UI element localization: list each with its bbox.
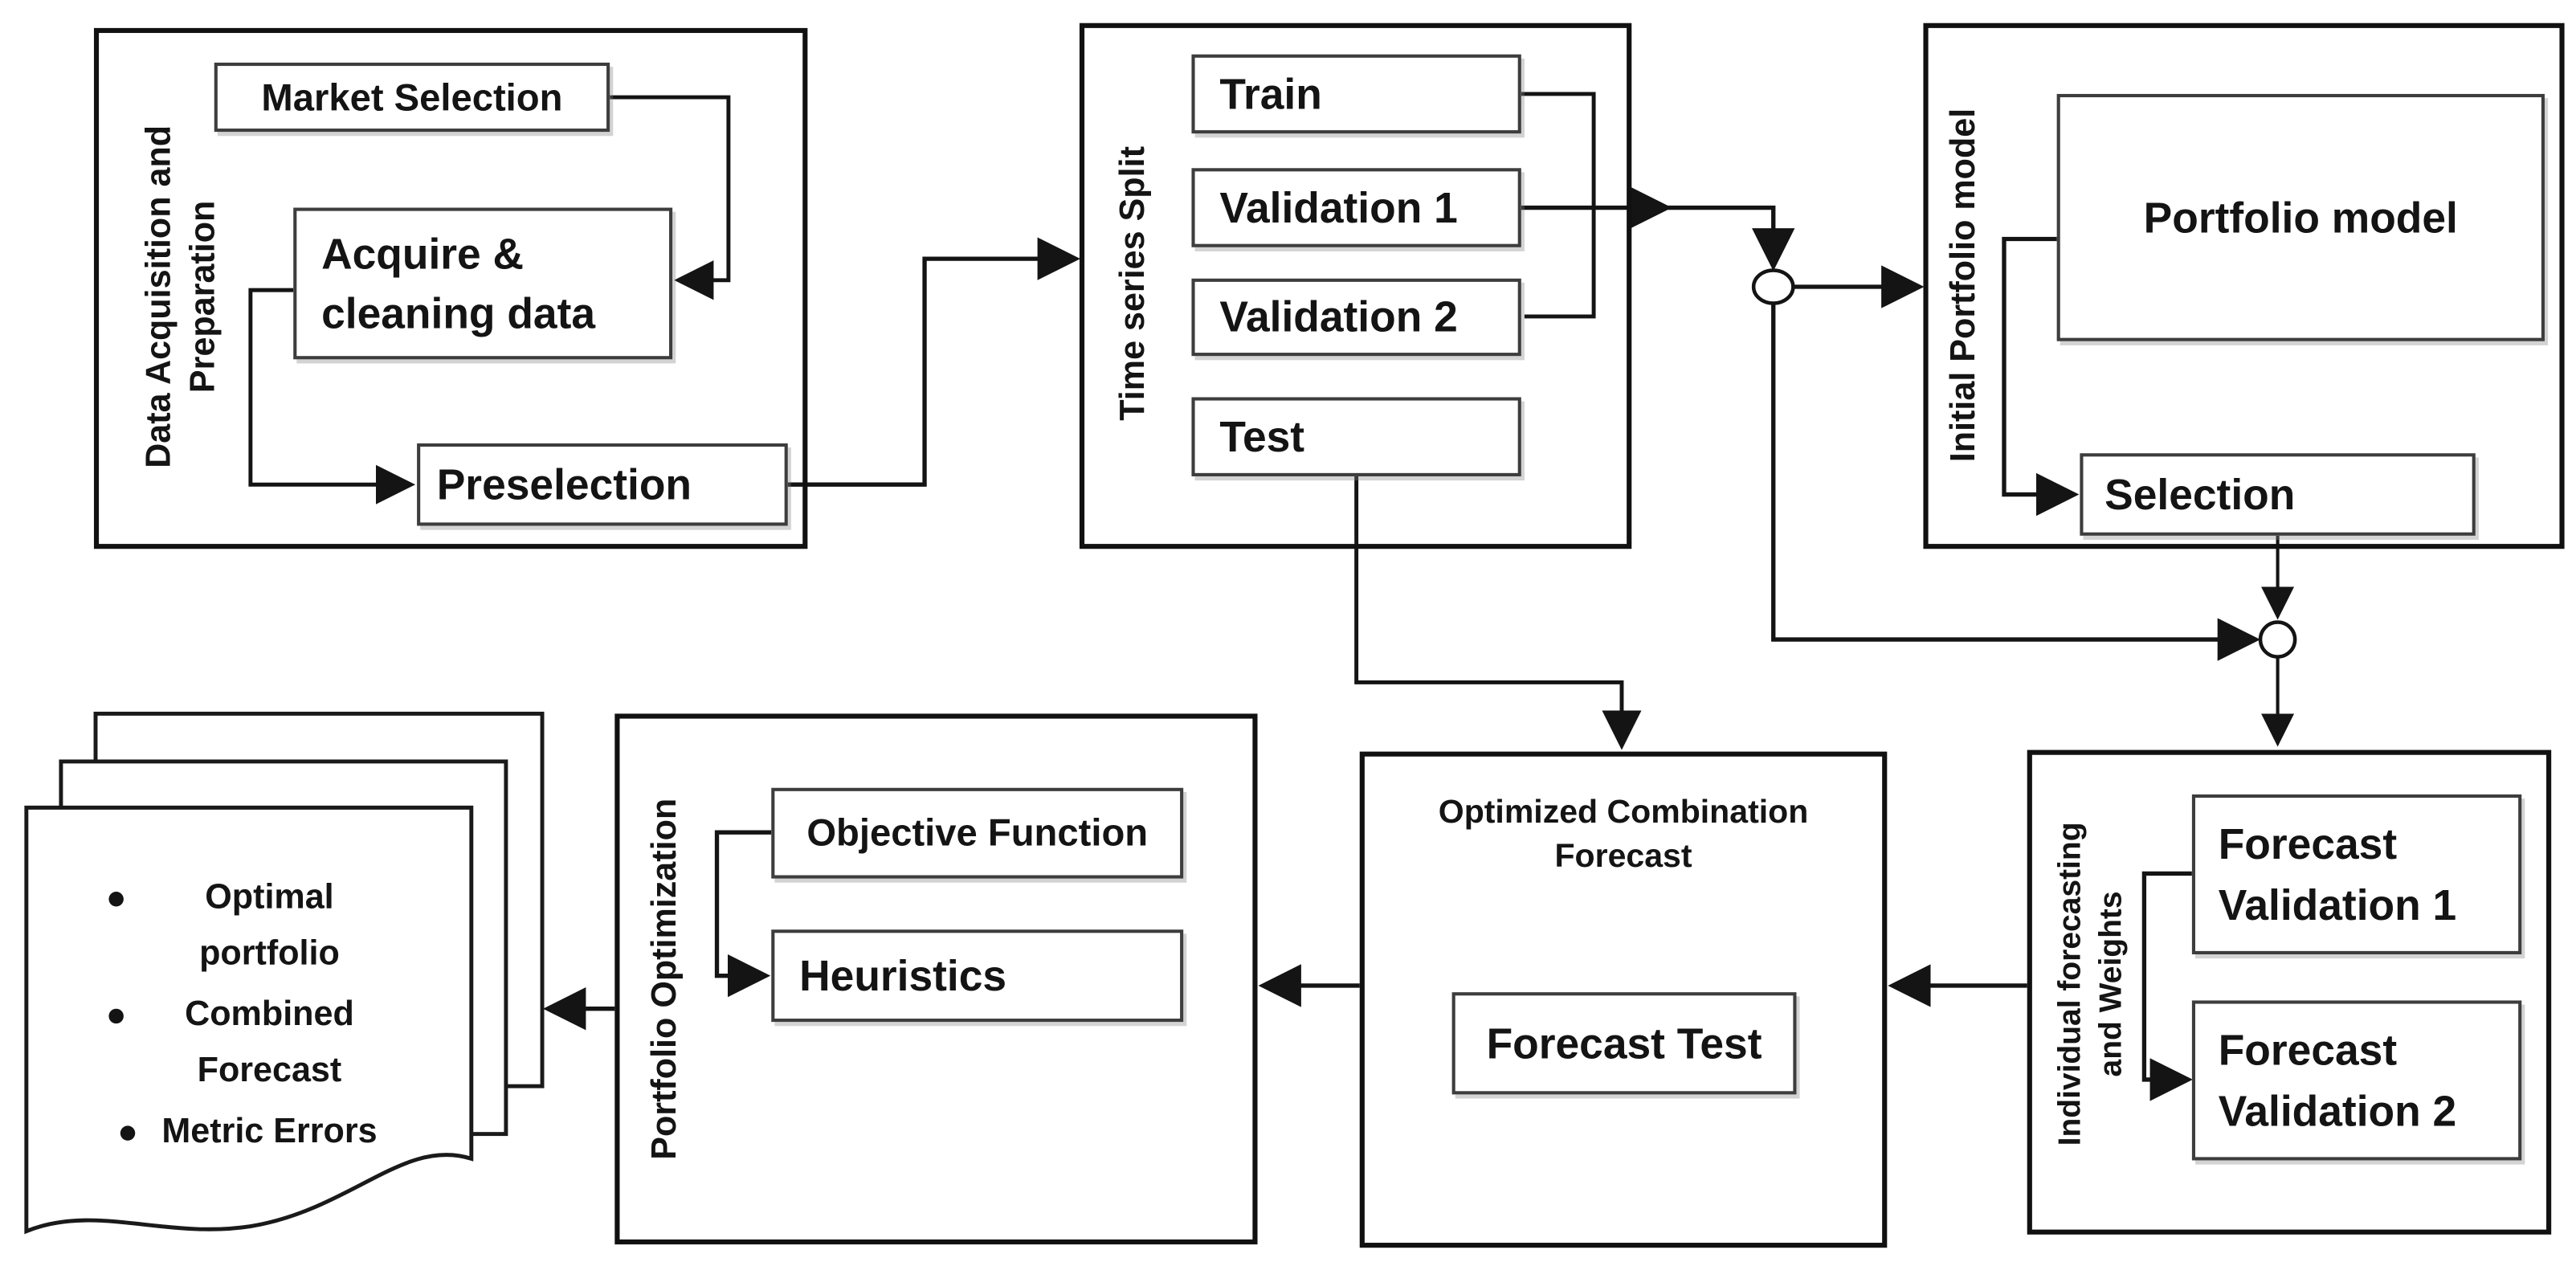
arrow-test-to-optimized-combination [1354, 476, 1642, 750]
group-title-optimized-combination: Optimized Combination Forecast [1438, 794, 1809, 876]
group-label-initial-portfolio-model: Initial Portfolio model [1945, 108, 1983, 463]
arrow-junction1-to-junction2 [1771, 303, 2261, 661]
list-item: Combined Forecast [27, 987, 472, 1100]
output-document-list: Optimal portfolio Combined Forecast Metr… [27, 870, 472, 1160]
node-forecast-test: Forecast Test [1451, 992, 1797, 1095]
group-individual-forecasting [2027, 749, 2552, 1235]
list-item-label: Metric Errors [161, 1112, 378, 1151]
bullet-icon [108, 892, 124, 907]
group-data-acquisition [93, 27, 808, 549]
line-train-to-validation2 [1521, 92, 1596, 319]
arrow-into-junction-1 [1664, 205, 1795, 272]
arrow-preselection-to-time-series-split [787, 237, 1080, 487]
group-label-portfolio-optimization: Portfolio Optimization [646, 798, 684, 1160]
document-page-front [24, 805, 474, 1235]
arrow-portfolio-model-to-selection [2002, 236, 2080, 517]
bullet-icon [108, 1008, 124, 1024]
group-initial-portfolio-model [1923, 22, 2565, 549]
node-preselection: Preselection [417, 443, 788, 526]
arrow-objective-function-to-heuristics [714, 830, 772, 998]
node-forecast-validation-2: Forecast Validation 2 [2191, 1000, 2522, 1161]
node-objective-function: Objective Function [771, 787, 1184, 879]
group-label-individual-forecasting: Individual forecasting and Weights [2053, 822, 2129, 1146]
list-item-label: Combined Forecast [185, 995, 354, 1090]
bullet-icon [120, 1125, 136, 1141]
group-time-series-split [1079, 22, 1632, 549]
list-item: Optimal portfolio [27, 870, 472, 982]
arrow-acquire-to-preselection [248, 288, 416, 504]
arrow-forecast-validation1-to-2 [2141, 871, 2193, 1101]
node-portfolio-model: Portfolio model [2056, 93, 2545, 341]
group-optimized-combination [1359, 751, 1888, 1248]
group-label-time-series-split: Time series Split [1114, 146, 1153, 421]
group-portfolio-optimization [614, 713, 1258, 1245]
node-heuristics: Heuristics [771, 929, 1184, 1023]
node-test: Test [1191, 397, 1521, 476]
list-item: Metric Errors [27, 1105, 472, 1161]
junction-node-2 [2258, 620, 2297, 659]
node-validation-2: Validation 2 [1191, 278, 1521, 357]
node-acquire-cleaning-data: Acquire & cleaning data [293, 207, 673, 360]
arrow-market-selection-to-acquire [610, 95, 731, 300]
junction-node-1 [1751, 268, 1795, 305]
node-validation-1: Validation 1 [1191, 168, 1521, 247]
node-selection: Selection [2080, 453, 2476, 536]
node-market-selection: Market Selection [214, 62, 610, 133]
list-item-label: Optimal portfolio [199, 878, 340, 973]
node-train: Train [1191, 54, 1521, 134]
node-forecast-validation-1: Forecast Validation 1 [2191, 794, 2522, 954]
